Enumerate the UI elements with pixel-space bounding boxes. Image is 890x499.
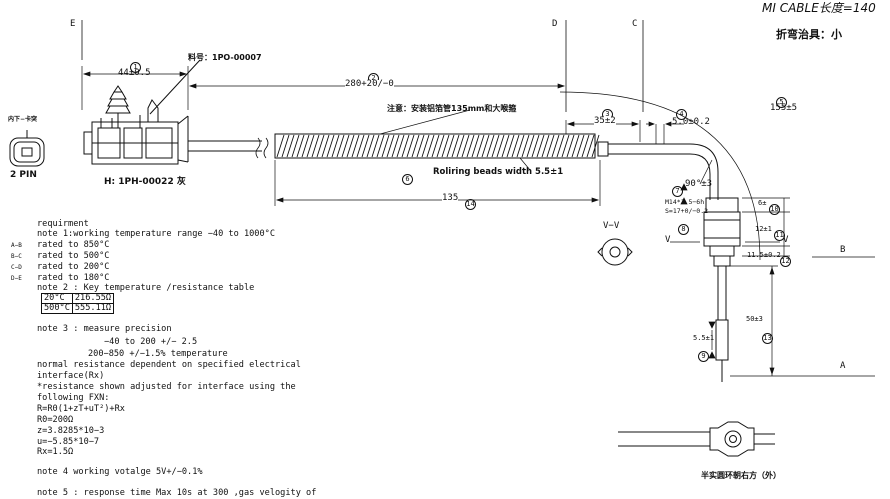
hex-spec: S=17+0/−0.2 (665, 207, 709, 215)
dim-35-label: 35±2 (594, 116, 616, 126)
pin-count-label: 2 PIN (10, 170, 37, 180)
balloon-10: 10 (769, 204, 780, 215)
vertical-dims (680, 183, 790, 377)
note-1: note 1:working temperature range −40 to … (37, 229, 275, 239)
balloon-7: 7 (672, 180, 683, 197)
note-2: note 2 : Key temperature /resistance tab… (37, 283, 255, 293)
balloon-13: 13 (762, 333, 773, 344)
cable-spec: MI CABLE长度=140 (762, 1, 876, 15)
zone-cd-text: rated to 200°C (37, 262, 110, 272)
cable-lead (188, 137, 269, 159)
formula-u: u=−5.85*10−7 (37, 437, 100, 447)
normal-resistance-line: normal resistance dependent on specified… (37, 360, 301, 370)
note-5: note 5 : response time Max 10s at 300 ,g… (37, 488, 317, 498)
dim-5 (646, 121, 684, 144)
table-cell-temp: 20°C (41, 293, 73, 304)
dim-5-label: 5.0±0.2 (672, 117, 710, 127)
section-mark-left: V (665, 235, 671, 245)
dim-44-label: 44±0.5 (118, 68, 151, 78)
dim-135 (274, 160, 601, 206)
frame-label-c: C (632, 19, 638, 29)
requirement-title: requirment (37, 219, 89, 229)
temperature-resistance-table: 20°C 216.55Ω 500°C 555.11Ω (41, 293, 115, 314)
bead-width-label: Roliring beads width 5.5±1 (433, 167, 564, 177)
balloon-6: 6 (402, 168, 413, 185)
zone-ab-text: rated to 850°C (37, 240, 110, 250)
formula-z: z=3.8285*10−3 (37, 426, 105, 436)
zone-de-text: rated to 180°C (37, 273, 110, 283)
precision-range-1: −40 to 200 +/− 2.5 (104, 337, 198, 347)
table-cell-res: 216.55Ω (71, 293, 115, 304)
dim-11-5-label: 11.5±0.2 (747, 251, 781, 259)
balloon-9: 9 (698, 345, 709, 362)
note-3: note 3 : measure precision (37, 324, 172, 334)
thread-spec: M14*1.5−6h (665, 198, 705, 206)
formula-r: R=R0(1+zT+uT²)+Rx (37, 404, 125, 414)
balloon-8: 8 (678, 218, 689, 235)
frame-label-d: D (552, 19, 558, 29)
bead-install-note: 注意：安装铝箔管135mm和大喉箍 (387, 104, 517, 113)
connector-part-number: 料号：1PO-00007 (188, 53, 262, 62)
frame-label-b: B (840, 245, 846, 255)
frame-label-a: A (840, 361, 846, 371)
dim-5-5-label: 5.5±1 (693, 334, 715, 342)
dim-155-label: 155±5 (770, 103, 798, 113)
table-row: 20°C 216.55Ω (41, 293, 115, 304)
section-mark-right: V (783, 235, 789, 245)
frame-label-e: E (70, 19, 76, 29)
dim-135-label: 135 (442, 193, 459, 203)
zone-bc-text: rated to 500°C (37, 251, 110, 261)
dim-280-label: 280+20/−0 (345, 79, 394, 89)
balloon-12: 12 (780, 256, 791, 267)
formula-rx: Rx=1.5Ω (37, 447, 74, 457)
table-cell-res: 555.11Ω (71, 303, 115, 314)
note-4: note 4 working votalge 5V+/−0.1% (37, 467, 203, 477)
table-cell-temp: 500°C (41, 303, 73, 314)
balloon-11: 11 (774, 230, 785, 241)
balloon-1: 1 (130, 56, 141, 73)
balloon-14: 14 (465, 199, 476, 210)
dim-12-label: 12±1 (755, 225, 772, 233)
pin-face-view (9, 130, 45, 167)
fitting (699, 159, 741, 382)
balloon-4: 4 (676, 103, 687, 120)
table-row: 500°C 555.11Ω (41, 303, 115, 314)
dim-50-label: 50±3 (746, 315, 763, 323)
housing-part-number: H: 1PH-00022 灰 (104, 177, 186, 187)
zone-de: D−E (11, 275, 22, 282)
zone-lines (81, 20, 875, 377)
resistance-shown-line: *resistance shown adjusted for interface… (37, 382, 296, 392)
formula-r0: R0=200Ω (37, 415, 74, 425)
zone-cd: C−D (11, 264, 22, 271)
balloon-5: 5 (776, 91, 787, 108)
pin-side-label: 内下−卡突 (8, 116, 38, 123)
vv-section-view (597, 238, 633, 266)
dim-90-label: 90°±3 (685, 179, 713, 189)
following-line: following FXN: (37, 393, 110, 403)
mi-cable-bend (559, 91, 761, 261)
precision-range-2: 200−850 +/−1.5% temperature (88, 349, 228, 359)
zone-bc: B−C (11, 253, 22, 260)
section-vv-label: V−V (603, 221, 620, 231)
zone-ab: A−B (11, 242, 22, 249)
tip-view (618, 421, 775, 457)
tip-orientation-caption: 半实圆环朝右方（外） (701, 471, 781, 480)
bead-sleeve (274, 109, 640, 171)
bend-tool-label: 折弯治具：小 (776, 28, 842, 41)
dim-6-label: 6± (758, 199, 767, 207)
connector-body (83, 59, 201, 165)
interface-line: interface(Rx) (37, 371, 105, 381)
